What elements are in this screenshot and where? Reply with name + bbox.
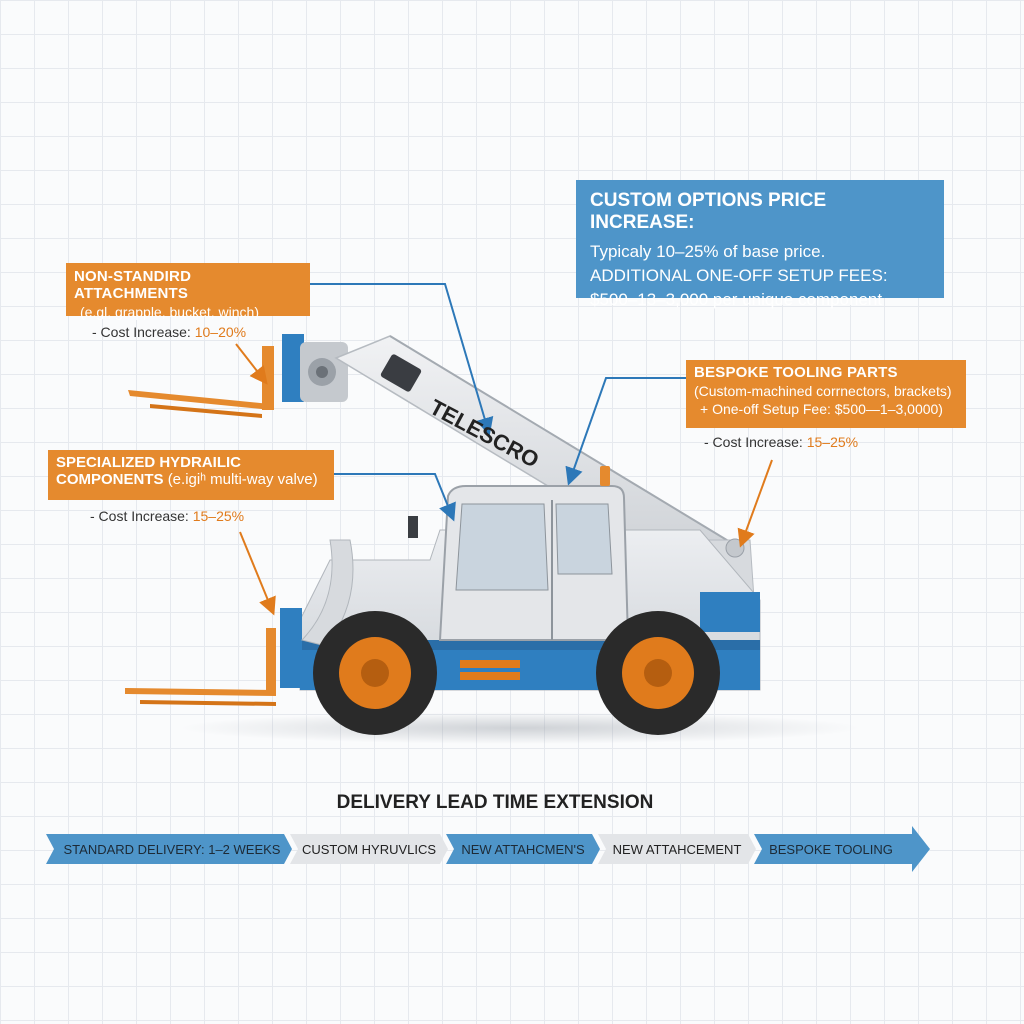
attachments-cost-label: - Cost Increase:	[92, 324, 191, 340]
leader-attach-cost	[235, 343, 268, 385]
hydraulics-cost-value: 15–25%	[192, 508, 245, 524]
timeline-step-5-label: BESPOKE TOOLING	[769, 842, 893, 857]
timeline-step-1-shape	[46, 834, 292, 864]
price-callout-line3: $500–13–3,000 per unique component	[590, 290, 883, 309]
leader-attachments	[310, 283, 494, 436]
attachments-title: NON-STANDIRD ATTACHMENTS	[74, 268, 192, 302]
hydraulics-title-line2: COMPONENTS	[56, 471, 164, 488]
tooling-cost-note: - Cost Increase: 15–25%	[704, 434, 858, 450]
leader-tooling	[565, 377, 686, 486]
timeline-step-2-label: CUSTOM HYRUVLICS	[302, 842, 436, 857]
ground-shadow	[180, 712, 860, 744]
price-callout-line2: ADDITIONAL ONE-OFF SETUP FEES:	[590, 266, 888, 285]
hydraulics-title-suffix: (e.igiʰ multi-way valve)	[167, 471, 318, 488]
leader-tool-cost	[737, 459, 773, 548]
tooling-callout: BESPOKE TOOLING PARTS (Custom-machined c…	[686, 360, 966, 428]
attachments-subtitle: (e.gl, grapple, bucket, winch)	[80, 304, 259, 320]
timeline-labels: STANDARD DELIVERY: 1–2 WEEKS CUSTOM HYRU…	[64, 842, 893, 857]
front-fork-carriage	[125, 539, 354, 706]
upper-fork-attachment	[128, 334, 348, 418]
cab	[408, 466, 630, 641]
attachments-cost-note: - Cost Increase: 10–20%	[92, 324, 246, 340]
price-increase-callout: CUSTOM OPTIONS PRICE INCREASE: Typicaly …	[576, 180, 944, 309]
timeline-step-1-label: STANDARD DELIVERY: 1–2 WEEKS	[64, 842, 281, 857]
hydraulics-title-line1: SPECIALIZED HYDRAILIC	[56, 454, 242, 471]
leader-hyd-cost	[239, 531, 276, 616]
hydraulics-callout: SPECIALIZED HYDRAILIC COMPONENTS (e.igiʰ…	[48, 450, 334, 500]
hydraulics-cost-label: - Cost Increase:	[90, 508, 189, 524]
attachments-callout: NON-STANDIRD ATTACHMENTS (e.gl, grapple,…	[66, 263, 310, 320]
price-callout-title: CUSTOM OPTIONS PRICE INCREASE:	[590, 190, 827, 233]
timeline-step-4-shape	[598, 834, 756, 864]
tooling-title: BESPOKE TOOLING PARTS	[694, 364, 898, 381]
tooling-cost-value: 15–25%	[806, 434, 859, 450]
hydraulics-cost-note: - Cost Increase: 15–25%	[90, 508, 244, 524]
attachments-cost-value: 10–20%	[194, 324, 247, 340]
tooling-fee: + One-off Setup Fee: $500—1–3,0000)	[700, 401, 943, 417]
timeline-step-5-shape	[754, 826, 930, 872]
timeline-step-3-shape	[446, 834, 600, 864]
price-callout-line1: Typicaly 10–25% of base price.	[590, 242, 826, 261]
front-wheel	[596, 611, 720, 735]
timeline-step-3-label: NEW ATTAHCMEN'S	[461, 842, 585, 857]
tooling-cost-label: - Cost Increase:	[704, 434, 803, 450]
leader-hydraulics	[334, 473, 456, 522]
timeline-chevrons	[46, 826, 930, 872]
timeline-title: DELIVERY LEAD TIME EXTENSION	[336, 792, 654, 813]
timeline-step-2-shape	[290, 834, 448, 864]
timeline-step-4-label: NEW ATTAHCEMENT	[613, 842, 742, 857]
tooling-subtitle: (Custom-machined corrnectors, brackets)	[694, 383, 952, 399]
rear-wheel	[313, 611, 437, 735]
